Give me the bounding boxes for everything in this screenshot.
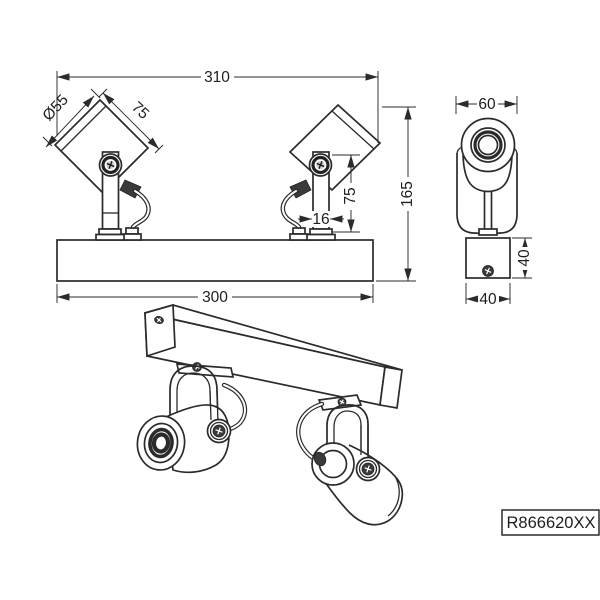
- svg-text:300: 300: [202, 289, 228, 306]
- dim-base-length: 300: [56, 284, 374, 306]
- dim-canopy-depth: 40: [465, 283, 511, 308]
- dim-head-width: 60: [455, 95, 518, 114]
- spot-left: [53, 98, 151, 241]
- spot-head-right: [288, 103, 382, 192]
- end-rim-right: [387, 475, 400, 517]
- lens-left: [151, 432, 171, 454]
- svg-text:310: 310: [204, 69, 230, 86]
- side-view: 60 40 40: [455, 95, 533, 308]
- bar-left-end-face: [144, 303, 176, 358]
- side-bracket: [456, 153, 485, 235]
- dim-overall-height: 165: [376, 106, 416, 282]
- part-number: R866620XX: [507, 514, 596, 532]
- cable-joint-right-3d: [313, 451, 327, 467]
- side-lens: [477, 134, 499, 156]
- svg-text:75: 75: [128, 99, 152, 123]
- bracket-left: [169, 365, 219, 426]
- dim-canopy-height: 40: [512, 237, 533, 279]
- dim-arm-height: 75: [332, 154, 360, 233]
- svg-text:Ø55: Ø55: [39, 91, 71, 124]
- bar-end-face: [379, 366, 403, 409]
- bracket-right: [326, 404, 369, 458]
- svg-text:60: 60: [478, 96, 496, 113]
- perspective-spot-right: [296, 394, 404, 526]
- svg-text:165: 165: [399, 181, 416, 207]
- perspective-view: [136, 303, 404, 526]
- pivot-screw-icon: [316, 161, 325, 169]
- svg-text:40: 40: [516, 249, 533, 267]
- dim-arm-width: 16: [298, 211, 344, 228]
- cable-gland-right: [292, 227, 306, 235]
- pivot-screw-icon: [106, 161, 115, 169]
- cable-gland-left: [125, 227, 139, 235]
- side-head-body: [462, 154, 513, 193]
- perspective-spot-left: [136, 362, 248, 474]
- spot-right: [280, 103, 382, 241]
- lens-rim-line-right: [331, 110, 375, 150]
- svg-text:75: 75: [342, 187, 359, 204]
- side-head-ring-outer: [460, 117, 516, 173]
- part-number-box: R866620XX: [501, 509, 600, 536]
- svg-text:40: 40: [479, 291, 497, 308]
- svg-text:16: 16: [312, 211, 329, 228]
- bar-front-face: [144, 311, 386, 407]
- base-bar: [56, 239, 374, 282]
- front-view: 310 Ø55 75 75 16: [39, 68, 416, 306]
